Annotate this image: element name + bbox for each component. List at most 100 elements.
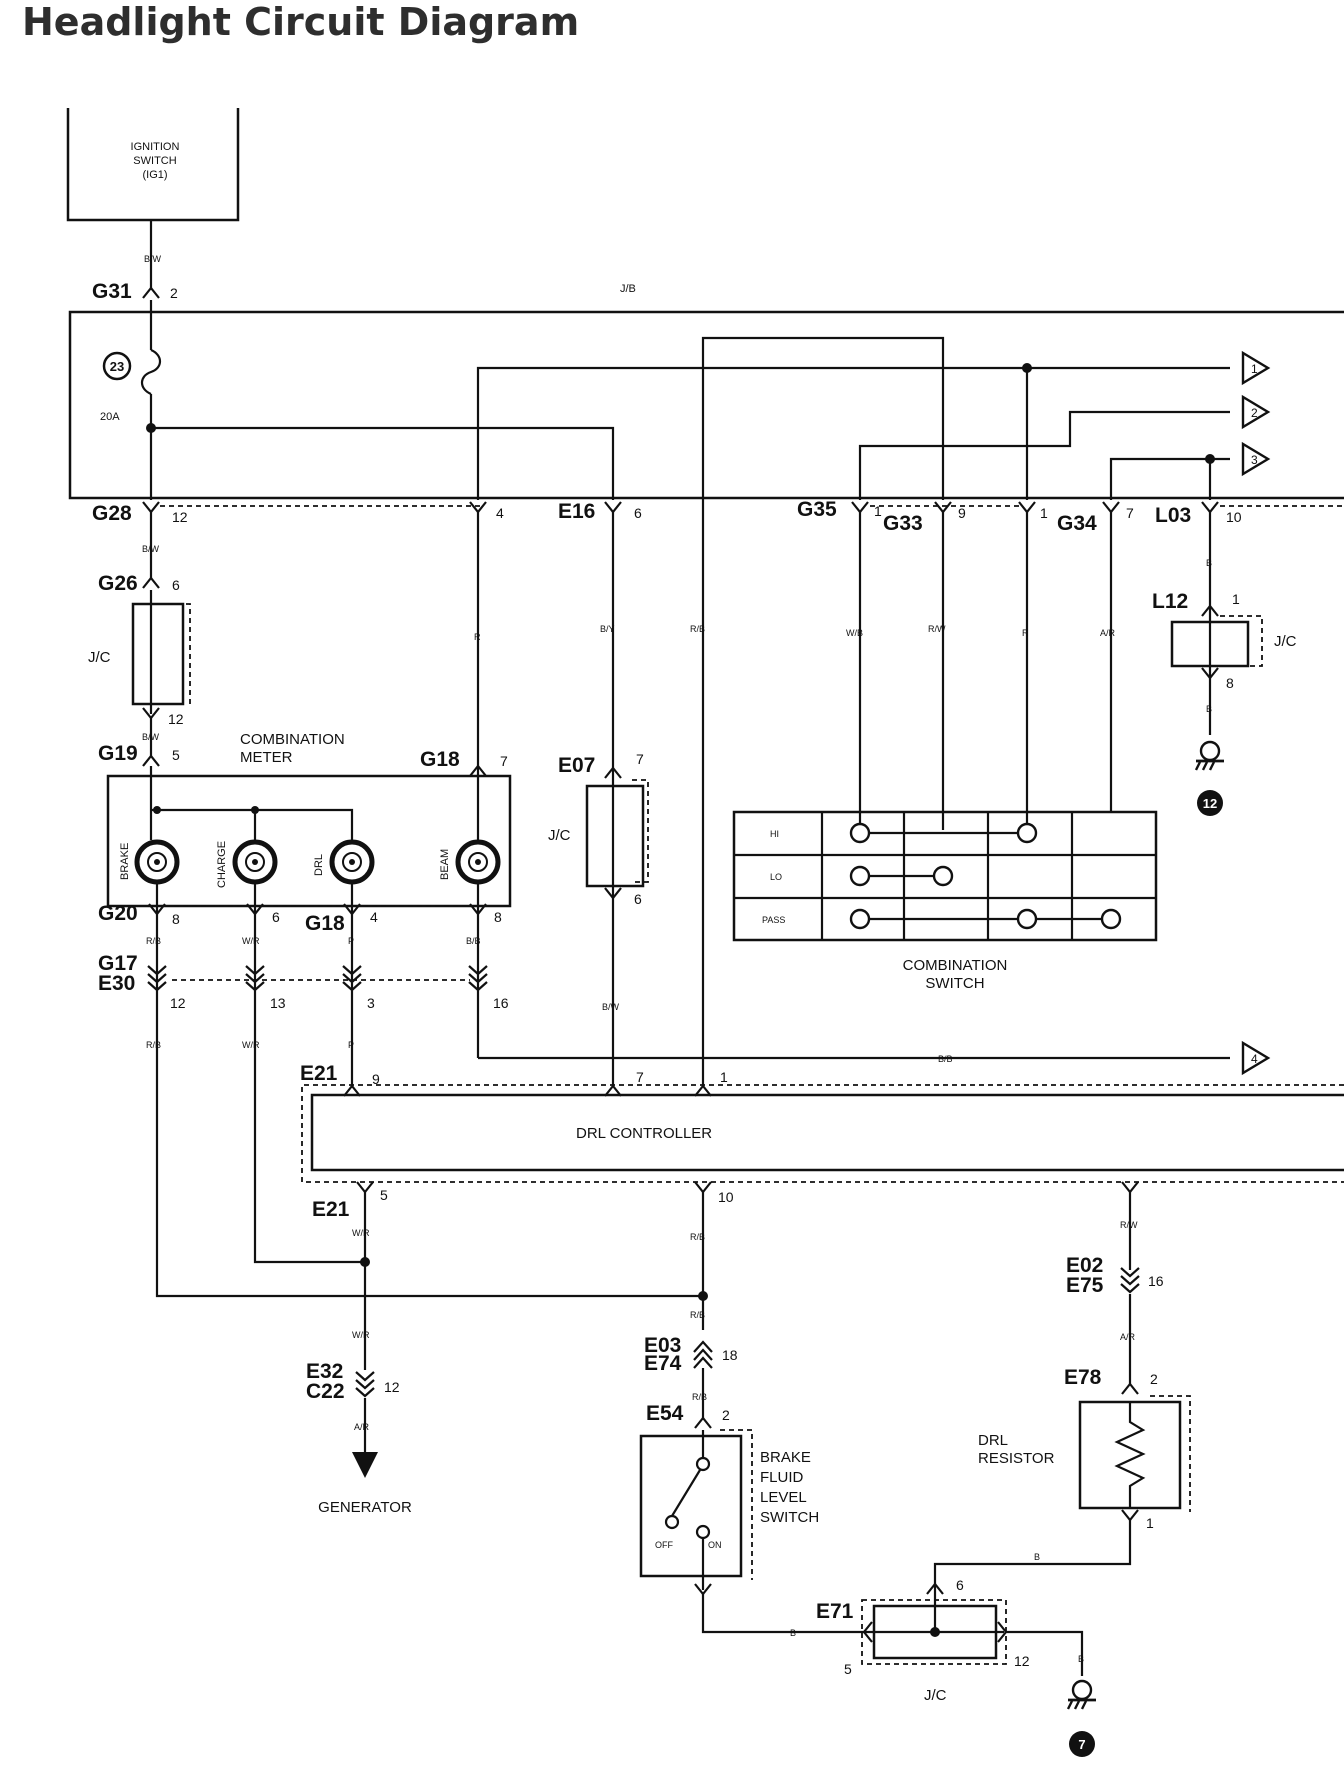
pin-g19: 5 [172, 747, 180, 763]
brake-switch-label-2: FLUID [760, 1469, 804, 1486]
wire-color-ar-e02: A/R [1120, 1332, 1136, 1342]
pin-g28: 12 [172, 509, 188, 525]
wire-color-bw-top: B/W [144, 254, 162, 264]
wire-color-wr-e21: W/R [352, 1228, 370, 1238]
connector-symbol-jb-1 [1017, 500, 1037, 514]
wire-color-bb-out: B/B [938, 1054, 953, 1064]
pin-e07: 7 [636, 751, 644, 767]
generator-label: GENERATOR [318, 1499, 412, 1516]
jc-label-l12: J/C [1274, 633, 1297, 650]
connector-symbol-g26 [141, 576, 161, 590]
wire-color-by-e16: B/Y [600, 624, 615, 634]
wire-color-rb-d10: R/B [690, 1232, 705, 1242]
drl-resistor-label-2: RESISTOR [978, 1450, 1055, 1467]
brake-lamp-icon [137, 842, 177, 882]
pin-g31: 2 [170, 285, 178, 301]
connector-symbol-e02-e75 [1119, 1266, 1141, 1294]
wire-color-wr-meter: W/R [242, 936, 260, 946]
connector-g19: G19 [98, 742, 138, 765]
pin-drl-10: 10 [718, 1189, 734, 1205]
wire-color-b-gnd: B [1078, 1654, 1084, 1664]
wire-color-b-l03: B [1206, 558, 1212, 568]
wire-color-p-drl: P [348, 936, 354, 946]
pin-16: 16 [493, 995, 509, 1011]
pin-g18b: 4 [370, 909, 378, 925]
brake-state-on: ON [708, 1540, 722, 1550]
lamp-label-drl: DRL [313, 854, 325, 876]
connector-symbol-g31 [141, 286, 161, 300]
resistor-icon [1114, 1402, 1146, 1508]
generator-arrow-icon [352, 1452, 378, 1478]
combination-meter-label-1: COMBINATION [240, 731, 345, 748]
connector-e21a: E21 [300, 1062, 338, 1085]
ground-icon-12 [1194, 740, 1226, 772]
switch-pos-hi: HI [770, 829, 779, 839]
pin-g35: 1 [874, 503, 882, 519]
junction-connector-e71: J/C [861, 1599, 1008, 1704]
ground-badge-7 [1069, 1731, 1095, 1757]
connector-symbol-e03-e74 [693, 1340, 713, 1369]
connector-g18a: G18 [420, 748, 460, 771]
pin-g34: 7 [1126, 505, 1134, 521]
connector-symbol-jb-4 [468, 500, 488, 514]
drl-resistor: DRL RESISTOR [978, 1395, 1191, 1512]
pin-resistor-1: 1 [1146, 1515, 1154, 1531]
wire-color-rb-g20: R/B [146, 936, 161, 946]
fuse-number-circle [102, 351, 132, 381]
ground-number-12: 12 [1203, 796, 1217, 811]
pin-e78: 2 [1150, 1371, 1158, 1387]
connector-symbol-e21b [355, 1180, 375, 1194]
connector-symbol-g33 [933, 500, 953, 514]
connector-e30: E30 [98, 972, 135, 995]
lamp-label-brake: BRAKE [119, 843, 131, 880]
offpage-label-2: 2 [1251, 406, 1258, 420]
connector-symbol-drl-10 [693, 1180, 713, 1194]
connector-g18b: G18 [305, 912, 345, 935]
connector-g31: G31 [92, 280, 132, 303]
pin-l12-8: 8 [1226, 675, 1234, 691]
pin-e32: 12 [384, 1379, 400, 1395]
connector-e02: E02 [1066, 1254, 1103, 1277]
connector-e03: E03 [644, 1334, 681, 1357]
ignition-switch-label-2: SWITCH [133, 155, 176, 167]
pin-13: 13 [270, 995, 286, 1011]
pin-jc-12: 12 [168, 711, 184, 727]
pin-g33: 9 [958, 505, 966, 521]
beam-lamp-icon [458, 842, 498, 882]
pin-3: 3 [367, 995, 375, 1011]
pin-g20: 8 [172, 911, 180, 927]
pin-e71-6: 6 [956, 1577, 964, 1593]
connector-symbol-g34 [1101, 500, 1121, 514]
junction-connector-g26: J/C [88, 602, 191, 706]
pin-jb-1: 1 [1040, 505, 1048, 521]
connector-symbol-resistor-1 [1120, 1508, 1140, 1522]
wire-color-p-low: P [348, 1040, 354, 1050]
connector-g26: G26 [98, 572, 138, 595]
wire-color-b-res: B [1034, 1552, 1040, 1562]
connector-g17: G17 [98, 952, 138, 975]
connector-symbol-g19 [141, 754, 161, 768]
junction-block: J/B 23 20A [68, 283, 1344, 500]
offpage-label-3: 3 [1251, 453, 1258, 467]
wire-color-b-l12: B [1206, 704, 1212, 714]
wire-color-ar-g34: A/R [1100, 628, 1116, 638]
combination-switch-label-2: SWITCH [925, 975, 984, 992]
offpage-label-4: 4 [1251, 1052, 1258, 1066]
connector-symbol-e78 [1120, 1382, 1140, 1396]
jc-label-e71: J/C [924, 1687, 947, 1704]
connector-e78: E78 [1064, 1366, 1102, 1389]
pin-e16: 6 [634, 505, 642, 521]
pin-e21b: 5 [380, 1187, 388, 1203]
pin-meter-8: 8 [494, 909, 502, 925]
pin-e07-6: 6 [634, 891, 642, 907]
junction-connector-l12: J/C [1170, 615, 1297, 668]
page-title: Headlight Circuit Diagram [22, 0, 580, 44]
ignition-switch: IGNITION SWITCH (IG1) [66, 108, 240, 222]
pin-e71-12: 12 [1014, 1653, 1030, 1669]
connector-e32: E32 [306, 1360, 343, 1383]
fuse-number: 23 [110, 359, 124, 374]
wire-color-rb-e54: R/B [692, 1392, 707, 1402]
wire-color-r-g18: R [474, 632, 481, 642]
junction-connector-e07: J/C [548, 779, 649, 888]
wire-color-bw-g28: B/W [142, 544, 160, 554]
